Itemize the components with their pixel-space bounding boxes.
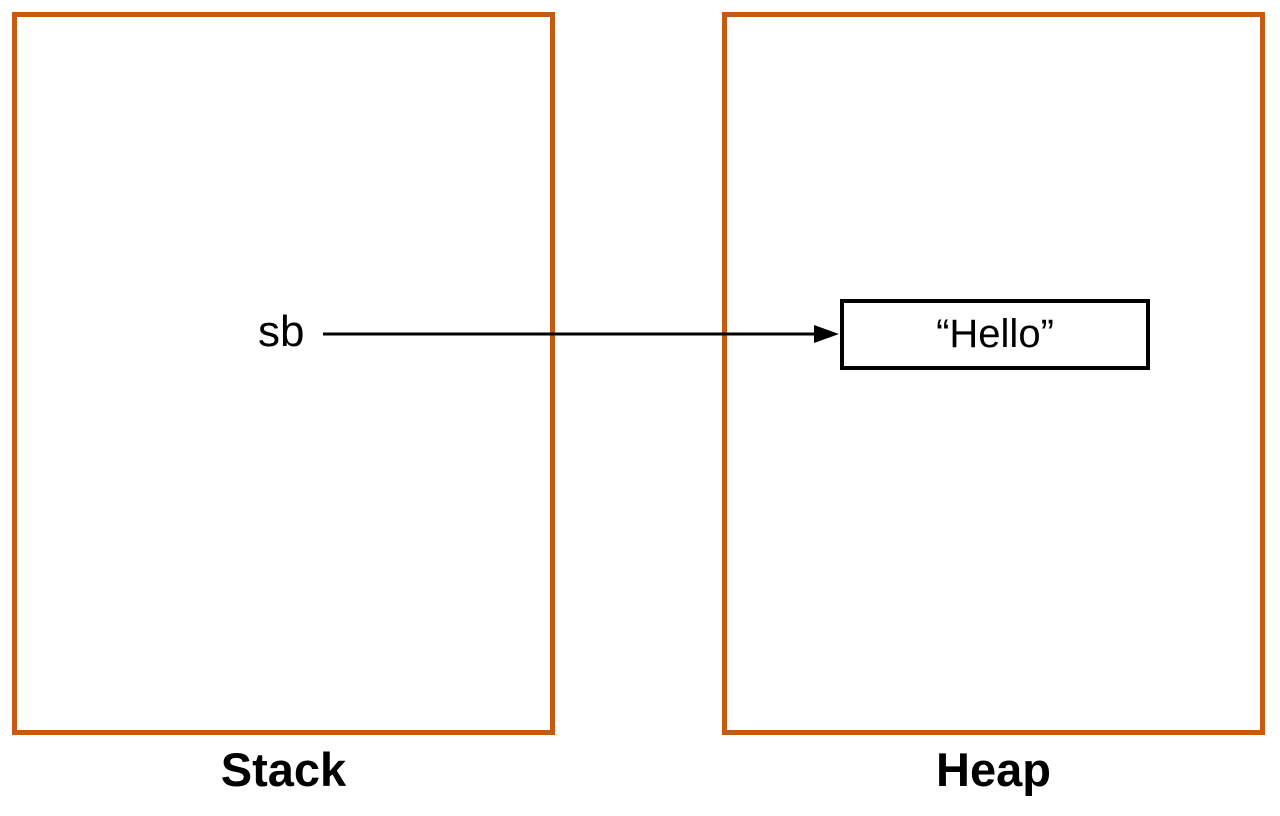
pointer-arrow-icon [323, 325, 839, 343]
heap-region [722, 12, 1265, 735]
stack-caption: Stack [220, 743, 347, 796]
stack-region [12, 12, 555, 735]
heap-value-box: “Hello” [840, 299, 1150, 370]
heap-value-text: “Hello” [936, 312, 1054, 356]
heap-caption: Heap [936, 743, 1051, 796]
stack-variable-label: sb [258, 307, 305, 356]
